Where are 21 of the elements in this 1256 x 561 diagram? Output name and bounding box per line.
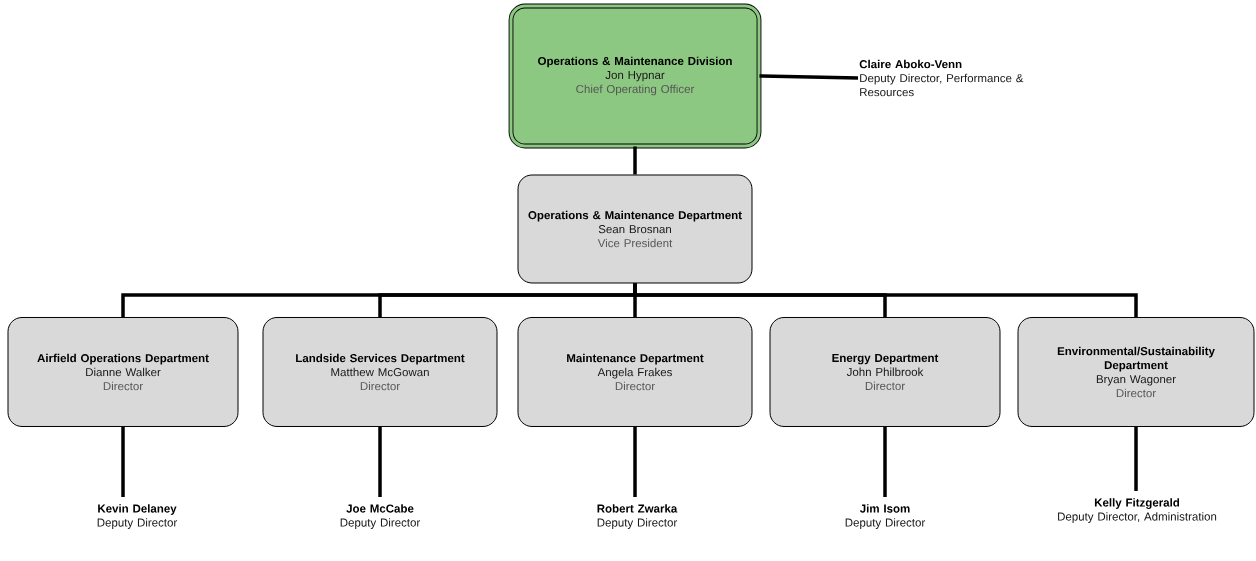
person-label: Jim Isom Deputy Director [845,504,926,529]
connector-line [121,427,125,497]
connector-line [759,74,859,80]
connector-line [883,427,887,497]
division-box: Operations & Maintenance Division Jon Hypnar Chief Operating Officer [508,3,762,149]
person-label: Claire Aboko-Venn Deputy Director, Performance & Resources [859,59,1024,97]
person-label: Joe McCabe Deputy Director [340,504,421,529]
department-box: Maintenance Department Angela Frakes Director [517,317,753,427]
connector-line [633,427,637,497]
connector-line [1134,427,1138,491]
connector-line [378,427,382,497]
connector-line [633,283,1138,317]
department-box: Energy Department John Philbrook Director [769,317,1001,427]
connector-line [633,146,637,175]
person-label: Robert Zwarka Deputy Director [597,504,678,529]
department-box: Environmental/Sustainability Department Bryan Wagoner Director [1017,317,1255,427]
department-box: Operations & Maintenance Department Sean Brosnan Vice President [517,174,753,284]
department-box: Airfield Operations Department Dianne Walker Director [7,317,239,427]
person-label: Kevin Delaney Deputy Director [97,504,178,529]
department-box: Landside Services Department Matthew McGowan Director [262,317,498,427]
person-label: Kelly Fitzgerald Deputy Director, Administration [1058,498,1217,523]
